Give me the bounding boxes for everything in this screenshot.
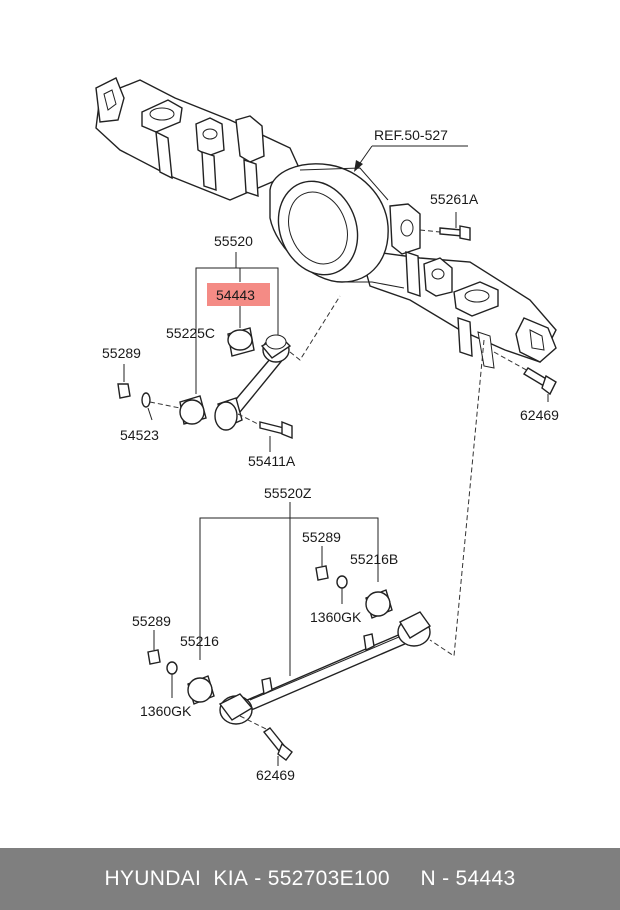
label-55289-lower[interactable]: 55289 [132, 613, 171, 629]
label-55289-middle[interactable]: 55289 [302, 529, 341, 545]
label-55520[interactable]: 55520 [214, 233, 253, 249]
upper-arm-55520 [117, 252, 341, 452]
label-55411a[interactable]: 55411A [248, 453, 296, 469]
parts-diagram: REF.50-527 55261A 55520 54443 55225C 552… [95, 77, 559, 783]
footer-gap [390, 867, 421, 891]
label-1360gk-lower[interactable]: 1360GK [140, 703, 192, 719]
label-55216b[interactable]: 55216B [350, 551, 398, 567]
label-55216[interactable]: 55216 [180, 633, 219, 649]
label-55289-upper[interactable]: 55289 [102, 345, 141, 361]
highlight-54443 [207, 283, 270, 306]
axle-housing [95, 77, 557, 369]
label-54443[interactable]: 54443 [216, 287, 255, 303]
label-62469-lower[interactable]: 62469 [256, 767, 295, 783]
footer-separator: - [248, 867, 268, 890]
footer-part-number: 552703E100 [267, 867, 390, 890]
label-55261a[interactable]: 55261A [430, 191, 479, 207]
bolt-55261a [419, 212, 471, 241]
label-55520z[interactable]: 55520Z [264, 485, 312, 501]
bolt-62469-upper [493, 351, 557, 402]
footer-n-label: N - 54443 [420, 867, 516, 890]
lower-arm-55520z [147, 502, 432, 766]
ref-pointer [354, 145, 468, 172]
label-55225c[interactable]: 55225C [166, 325, 215, 341]
label-62469-upper[interactable]: 62469 [520, 407, 559, 423]
footer-brand: HYUNDAI KIA [104, 867, 249, 890]
label-1360gk-middle[interactable]: 1360GK [310, 609, 362, 625]
footer-banner: HYUNDAI KIA - 552703E100 N - 54443 [0, 848, 620, 910]
label-54523[interactable]: 54523 [120, 427, 159, 443]
guide-line-lower [429, 339, 485, 657]
label-ref-50-527[interactable]: REF.50-527 [374, 127, 448, 143]
